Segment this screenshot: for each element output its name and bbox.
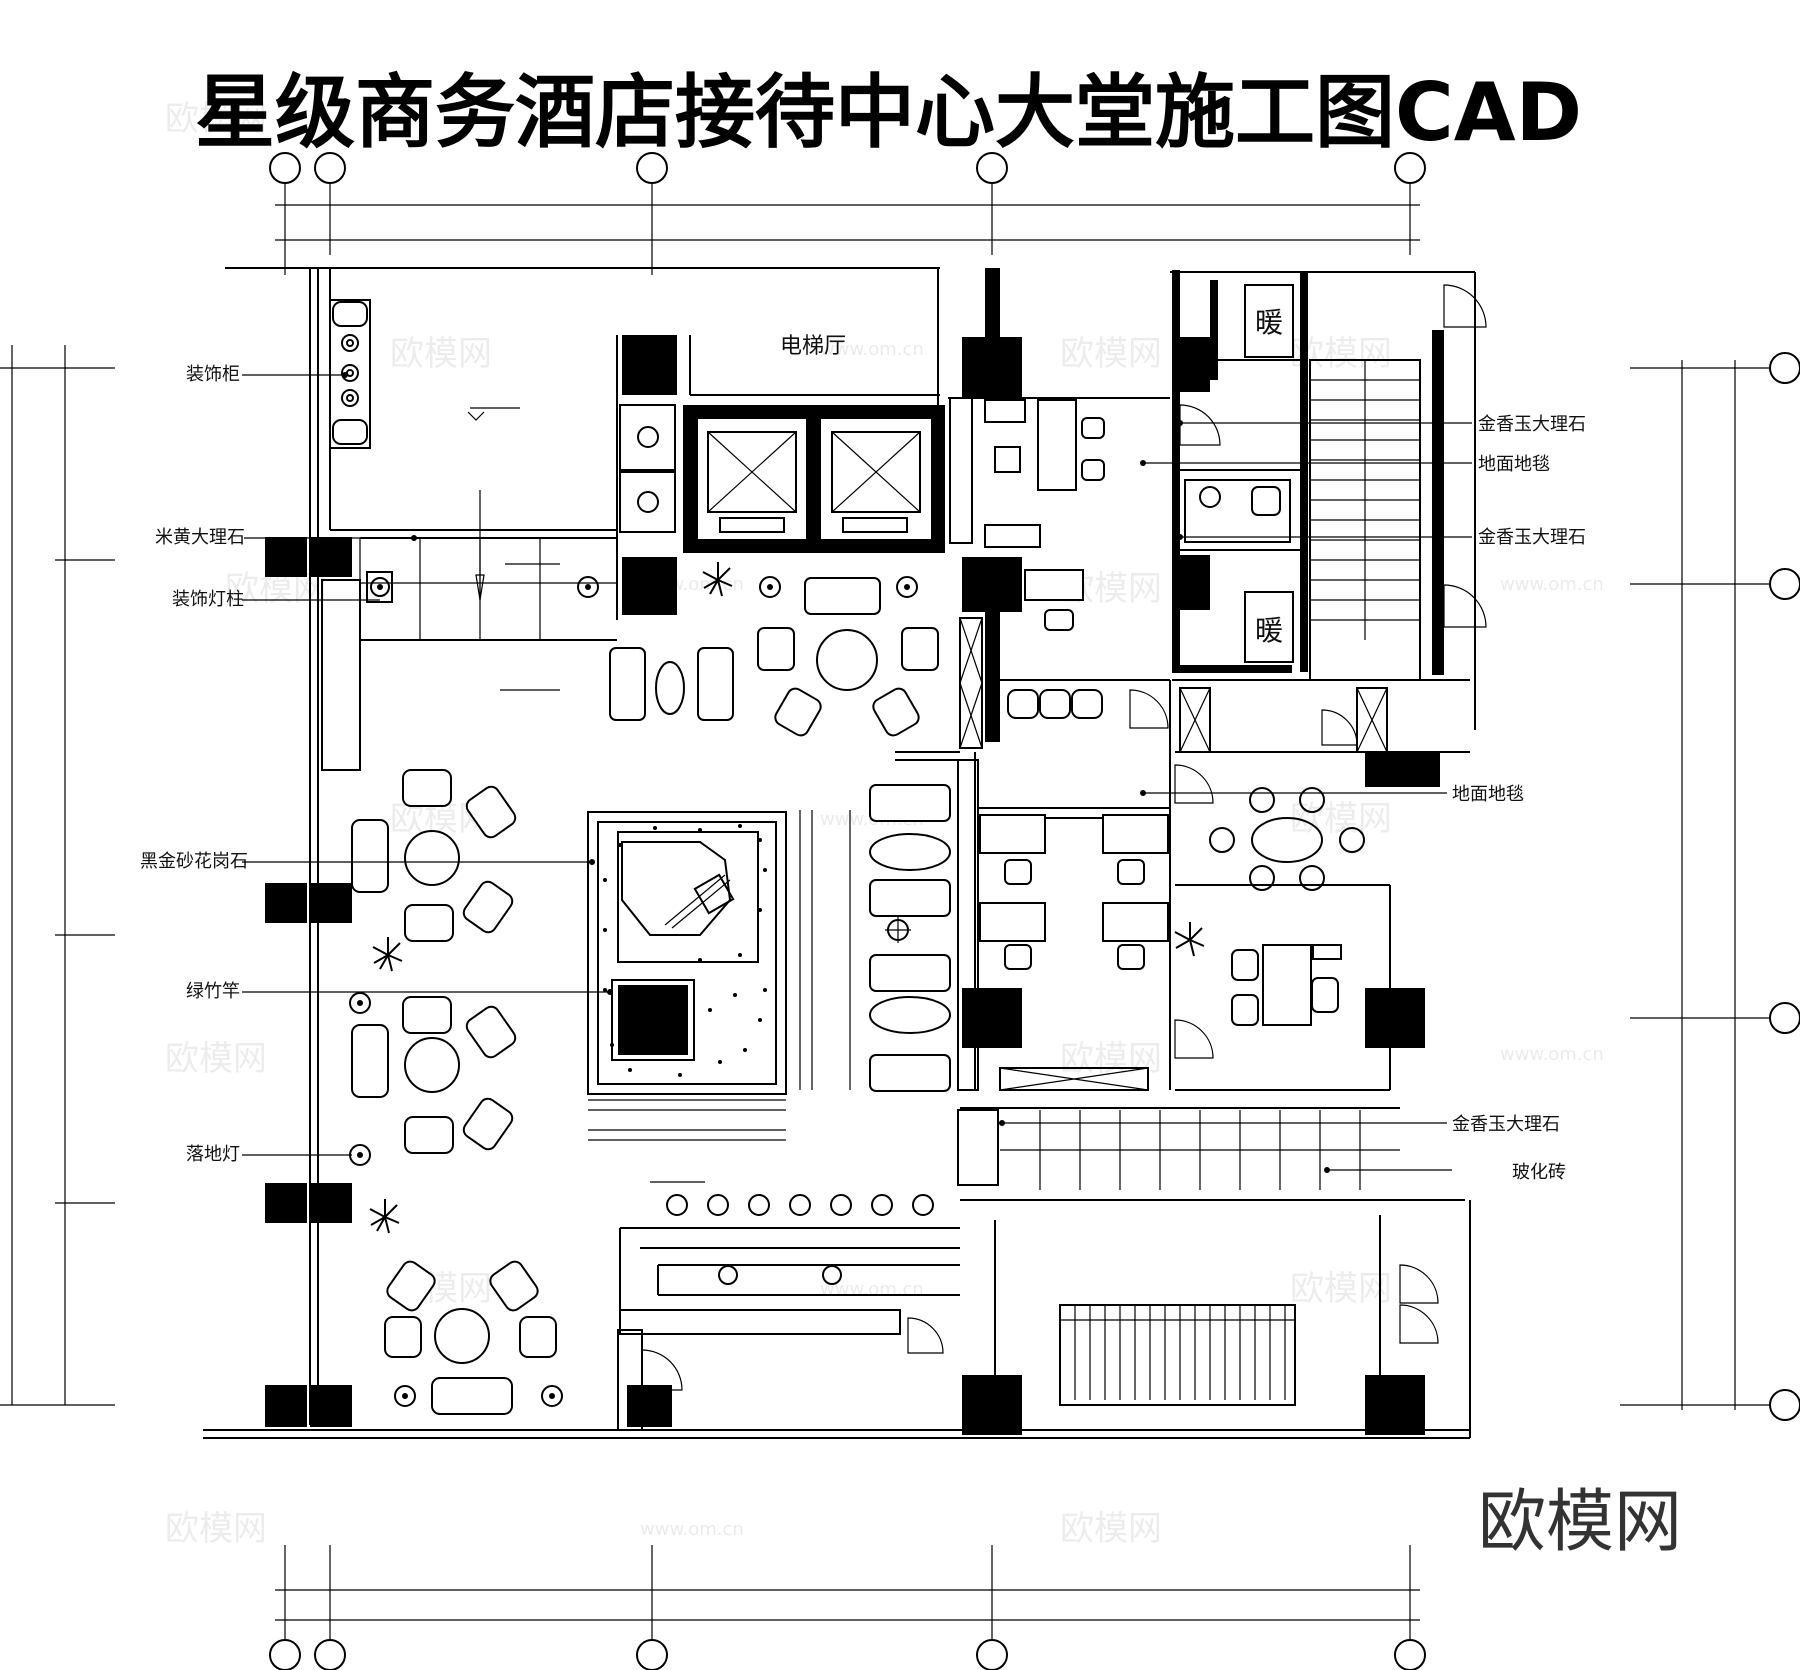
callout-carpet-1: 地面地毯 <box>1478 454 1550 475</box>
right-dimension-lines <box>1620 352 1800 1421</box>
watermark-tile: 欧模网 <box>165 99 267 139</box>
left-dimension-lines <box>0 345 115 1406</box>
elevator-hall-label: 电梯厅 <box>780 334 846 359</box>
callout-jinxiangyu-marble-1: 金香玉大理石 <box>1478 414 1586 435</box>
callout-beige-marble: 米黄大理石 <box>155 527 245 548</box>
top-dimension-lines <box>269 152 1426 275</box>
service-block: 暖 暖 <box>1172 270 1487 681</box>
heating-room-label-bottom: 暖 <box>1255 614 1283 647</box>
watermark-layer: 欧模网 欧模网 欧模网 欧模网 欧模网 欧模网 欧模网 欧模网 欧模网 欧模网 … <box>165 99 1604 1549</box>
watermark-tile: 欧模网 <box>1060 1039 1162 1079</box>
watermark-url: www.om.cn <box>1500 1044 1604 1065</box>
axis-bubble <box>1769 568 1800 600</box>
exterior-walls <box>203 267 1476 1439</box>
watermark-tile: 欧模网 <box>1290 799 1392 839</box>
bamboo-plant-icon <box>369 937 403 1234</box>
bottom-dimension-lines <box>269 1545 1426 1670</box>
piano-platform <box>587 810 851 1141</box>
callout-black-granite: 黑金砂花岗石 <box>140 851 248 872</box>
heating-room-label-top: 暖 <box>1255 306 1283 339</box>
watermark-tile: 欧模网 <box>1060 334 1162 374</box>
watermark-url: www.om.cn <box>1500 574 1604 595</box>
front-office <box>948 397 1170 749</box>
elevator-hall: 电梯厅 <box>467 334 945 691</box>
callout-bamboo: 绿竹竿 <box>186 981 240 1002</box>
watermark-url: www.om.cn <box>820 339 924 360</box>
lounge-sofa-group <box>609 577 939 737</box>
right-callouts: 金香玉大理石 地面地毯 金香玉大理石 地面地毯 金香玉大理石 玻化砖 <box>999 414 1586 1183</box>
axis-bubble <box>1769 352 1800 384</box>
watermark-tile: 欧模网 <box>1060 1509 1162 1549</box>
bar-counter <box>617 1181 960 1431</box>
lounge-tables <box>349 769 563 1415</box>
watermark-tile: 欧模网 <box>390 334 492 374</box>
callout-decor-light-post: 装饰灯柱 <box>172 589 244 610</box>
axis-bubble <box>1769 1389 1800 1421</box>
callout-carpet-2: 地面地毯 <box>1452 784 1524 805</box>
callout-floor-lamp: 落地灯 <box>186 1144 240 1165</box>
plant-icon <box>702 562 733 597</box>
sofa-strip <box>869 751 979 1092</box>
decorative-light-posts <box>366 571 918 603</box>
axis-bubble <box>1769 1002 1800 1034</box>
structural-columns <box>265 268 1440 1435</box>
callout-glazed-tile: 玻化砖 <box>1512 1162 1566 1183</box>
watermark-url: www.om.cn <box>820 1279 924 1300</box>
callout-jinxiangyu-marble-3: 金香玉大理石 <box>1452 1114 1560 1135</box>
brand-watermark: 欧模网 <box>1478 1483 1682 1562</box>
office-workstations <box>974 680 1214 1091</box>
watermark-tile: 欧模网 <box>165 1039 267 1079</box>
watermark-url: www.om.cn <box>640 1519 744 1540</box>
drawing-title: 星级商务酒店接待中心大堂施工图CAD <box>195 66 1582 159</box>
callout-jinxiangyu-marble-2: 金香玉大理石 <box>1478 527 1586 548</box>
watermark-tile: 欧模网 <box>1290 1269 1392 1309</box>
left-callouts: 装饰柜 米黄大理石 装饰灯柱 黑金砂花岗石 绿竹竿 落地灯 <box>140 364 613 1165</box>
meeting-room <box>1174 687 1470 1091</box>
callout-decor-cabinet: 装饰柜 <box>186 364 240 385</box>
watermark-tile: 欧模网 <box>165 1509 267 1549</box>
